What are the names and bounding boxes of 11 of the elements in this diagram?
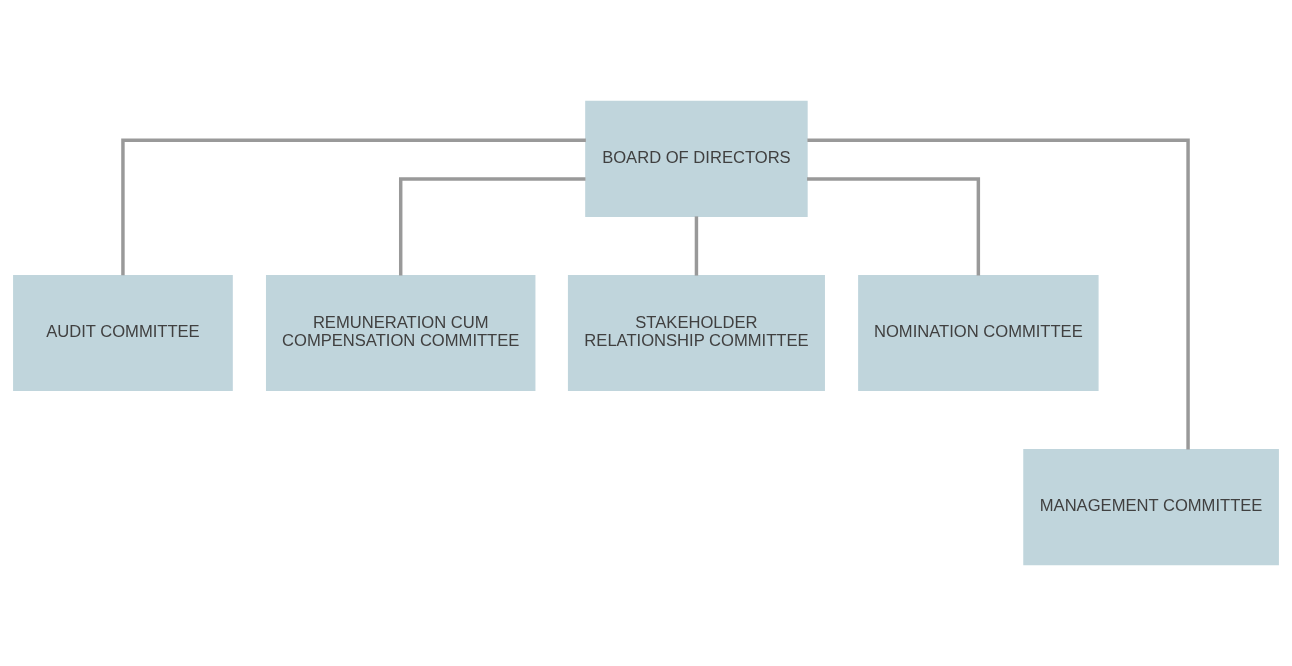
node-box: STAKEHOLDER RELATIONSHIP COMMITTEE — [567, 274, 825, 392]
connector — [807, 138, 1190, 450]
node-box: AUDIT COMMITTEE — [13, 274, 233, 392]
connector — [399, 177, 586, 276]
node-box: BOARD OF DIRECTORS — [585, 100, 808, 217]
node-box: NOMINATION COMMITTEE — [858, 274, 1099, 392]
node-box: REMUNERATION CUM COMPENSATION COMMITTEE — [265, 274, 536, 392]
connector — [807, 177, 981, 276]
node-box: MANAGEMENT COMMITTEE — [1023, 449, 1279, 566]
connector — [121, 138, 586, 276]
connector — [694, 216, 699, 276]
